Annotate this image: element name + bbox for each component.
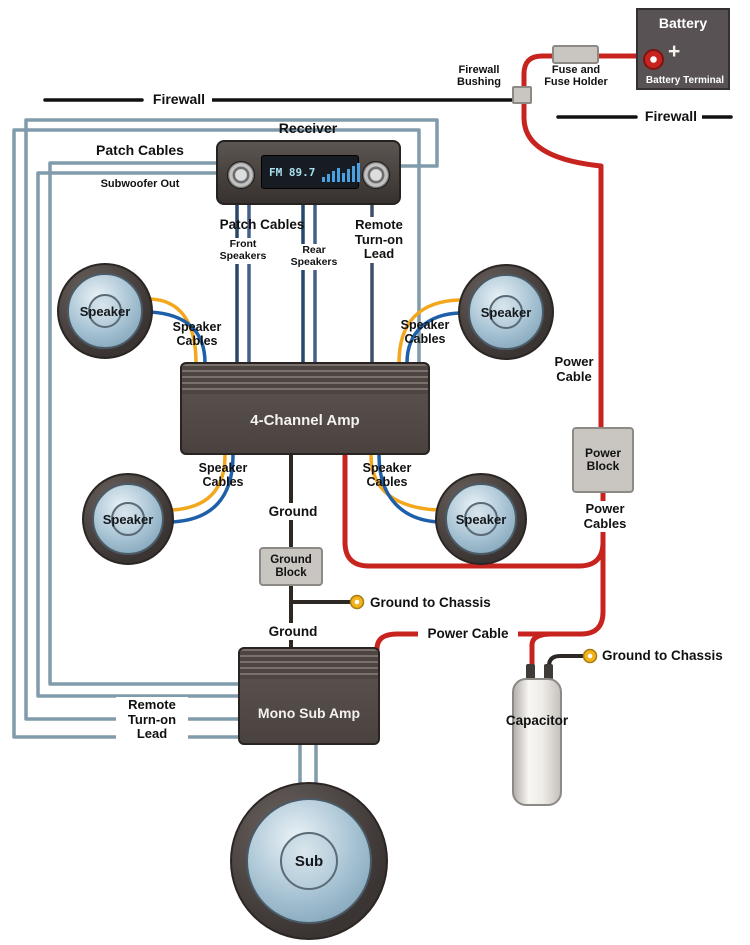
sub-speaker-wire bbox=[298, 743, 318, 787]
power-cable-label-bottom: Power Cable bbox=[418, 625, 518, 643]
front-speakers-label: Front Speakers bbox=[212, 238, 274, 264]
speaker-cables-label-rr: Speaker Cables bbox=[362, 461, 412, 489]
receiver-display: FM 89.7 bbox=[261, 155, 361, 189]
speaker-dome bbox=[488, 294, 524, 330]
speaker-label: Speaker bbox=[455, 511, 507, 527]
speaker-label: Speaker bbox=[79, 303, 131, 319]
capacitor-label: Capacitor bbox=[505, 713, 569, 728]
power-cable-label-right: Power Cable bbox=[554, 354, 594, 384]
speaker-label: Speaker bbox=[480, 304, 532, 320]
ground-wire-to-chassis bbox=[289, 584, 352, 604]
ground-block: Ground Block bbox=[259, 547, 323, 586]
mono-sub-amp: Mono Sub Amp bbox=[238, 647, 380, 745]
speaker-cable-wire bbox=[397, 298, 462, 365]
subwoofer-patch-cable-wire bbox=[36, 171, 241, 698]
capacitor-terminal-icon bbox=[544, 664, 553, 680]
capacitor-ground-wire bbox=[547, 654, 585, 668]
fuse-label: Fuse and Fuse Holder bbox=[544, 64, 608, 89]
receiver: FM 89.7 bbox=[216, 140, 401, 205]
power-cable-to-mono-amp-wire bbox=[374, 491, 606, 652]
rear-left-speaker: Speaker bbox=[82, 473, 174, 565]
firewall-label-right: Firewall bbox=[640, 108, 702, 126]
ground-block-label: Ground Block bbox=[270, 553, 312, 579]
sub-label: Sub bbox=[294, 852, 324, 870]
ring-terminal-icon bbox=[582, 648, 598, 664]
firewall-bushing bbox=[512, 86, 532, 104]
four-channel-amp-label: 4-Channel Amp bbox=[250, 412, 360, 429]
battery-plus-sign: + bbox=[668, 40, 681, 63]
battery-terminal-label: Battery Terminal bbox=[645, 75, 725, 86]
tuning-knob-icon bbox=[362, 161, 390, 189]
speaker-cone bbox=[91, 482, 165, 556]
speaker-dome bbox=[464, 502, 498, 536]
remote-turn-on-lead-label-bottom: Remote Turn-on Lead bbox=[116, 697, 188, 743]
ground-to-chassis-label-2: Ground to Chassis bbox=[602, 648, 723, 663]
remote-turn-on-lead-label-top: Remote Turn-on Lead bbox=[345, 217, 413, 263]
rear-right-speaker: Speaker bbox=[435, 473, 527, 565]
speaker-cable-wire bbox=[148, 297, 198, 365]
eq-bars-icon bbox=[322, 162, 361, 182]
heatsink-fins bbox=[240, 649, 378, 679]
ring-terminal-icon bbox=[349, 594, 365, 610]
heatsink-fins bbox=[182, 364, 428, 394]
power-block: Power Block bbox=[572, 427, 634, 493]
front-left-speaker: Speaker bbox=[57, 263, 153, 359]
fuse-holder bbox=[552, 45, 599, 64]
speaker-cables-label-fr: Speaker Cables bbox=[400, 318, 450, 346]
front-right-speaker: Speaker bbox=[458, 264, 554, 360]
speaker-cable-wire bbox=[170, 453, 235, 524]
battery-label: Battery bbox=[658, 15, 708, 31]
ground-label-lower: Ground bbox=[256, 623, 330, 641]
rear-speakers-label: Rear Speakers bbox=[284, 244, 344, 270]
battery-box: Battery + Battery Terminal bbox=[636, 8, 730, 90]
subwoofer-patch-cable-wire bbox=[48, 161, 241, 686]
capacitor bbox=[512, 678, 562, 806]
four-channel-amp: 4-Channel Amp bbox=[180, 362, 430, 455]
subwoofer-out-label: Subwoofer Out bbox=[100, 178, 180, 190]
speaker-cables-label-rl: Speaker Cables bbox=[198, 461, 248, 489]
speaker-cable-wire bbox=[170, 453, 227, 512]
subwoofer: Sub bbox=[230, 782, 388, 940]
ground-to-chassis-label-1: Ground to Chassis bbox=[370, 595, 491, 610]
receiver-label: Receiver bbox=[278, 120, 338, 136]
power-cable-to-capacitor-wire bbox=[529, 631, 555, 669]
station-frequency: FM 89.7 bbox=[269, 165, 316, 179]
battery-terminal-icon bbox=[643, 49, 664, 70]
speaker-label: Speaker bbox=[102, 511, 154, 527]
speaker-cable-wire bbox=[377, 453, 440, 524]
firewall-label-left: Firewall bbox=[146, 91, 212, 109]
speaker-dome bbox=[111, 502, 145, 536]
remote-turn-on-wire bbox=[12, 128, 421, 739]
volume-knob-icon bbox=[227, 161, 255, 189]
patch-cables-bottom-label: Patch Cables bbox=[219, 217, 305, 232]
mono-sub-amp-label: Mono Sub Amp bbox=[257, 705, 361, 721]
speaker-cable-wire bbox=[405, 311, 462, 365]
remote-turn-on-wire bbox=[24, 118, 439, 721]
patch-cables-left-label: Patch Cables bbox=[96, 142, 184, 158]
speaker-cable-wire bbox=[148, 310, 207, 365]
power-cables-label: Power Cables bbox=[566, 501, 644, 533]
battery-power-cable-wire bbox=[521, 53, 651, 430]
speaker-cables-label-fl: Speaker Cables bbox=[172, 320, 222, 348]
ground-label-upper: Ground bbox=[256, 503, 330, 521]
speaker-dome bbox=[87, 293, 123, 329]
capacitor-terminal-icon bbox=[526, 664, 535, 680]
firewall-bushing-label: Firewall Bushing bbox=[457, 64, 501, 89]
power-block-label: Power Block bbox=[584, 445, 621, 473]
speaker-dome bbox=[279, 831, 339, 891]
